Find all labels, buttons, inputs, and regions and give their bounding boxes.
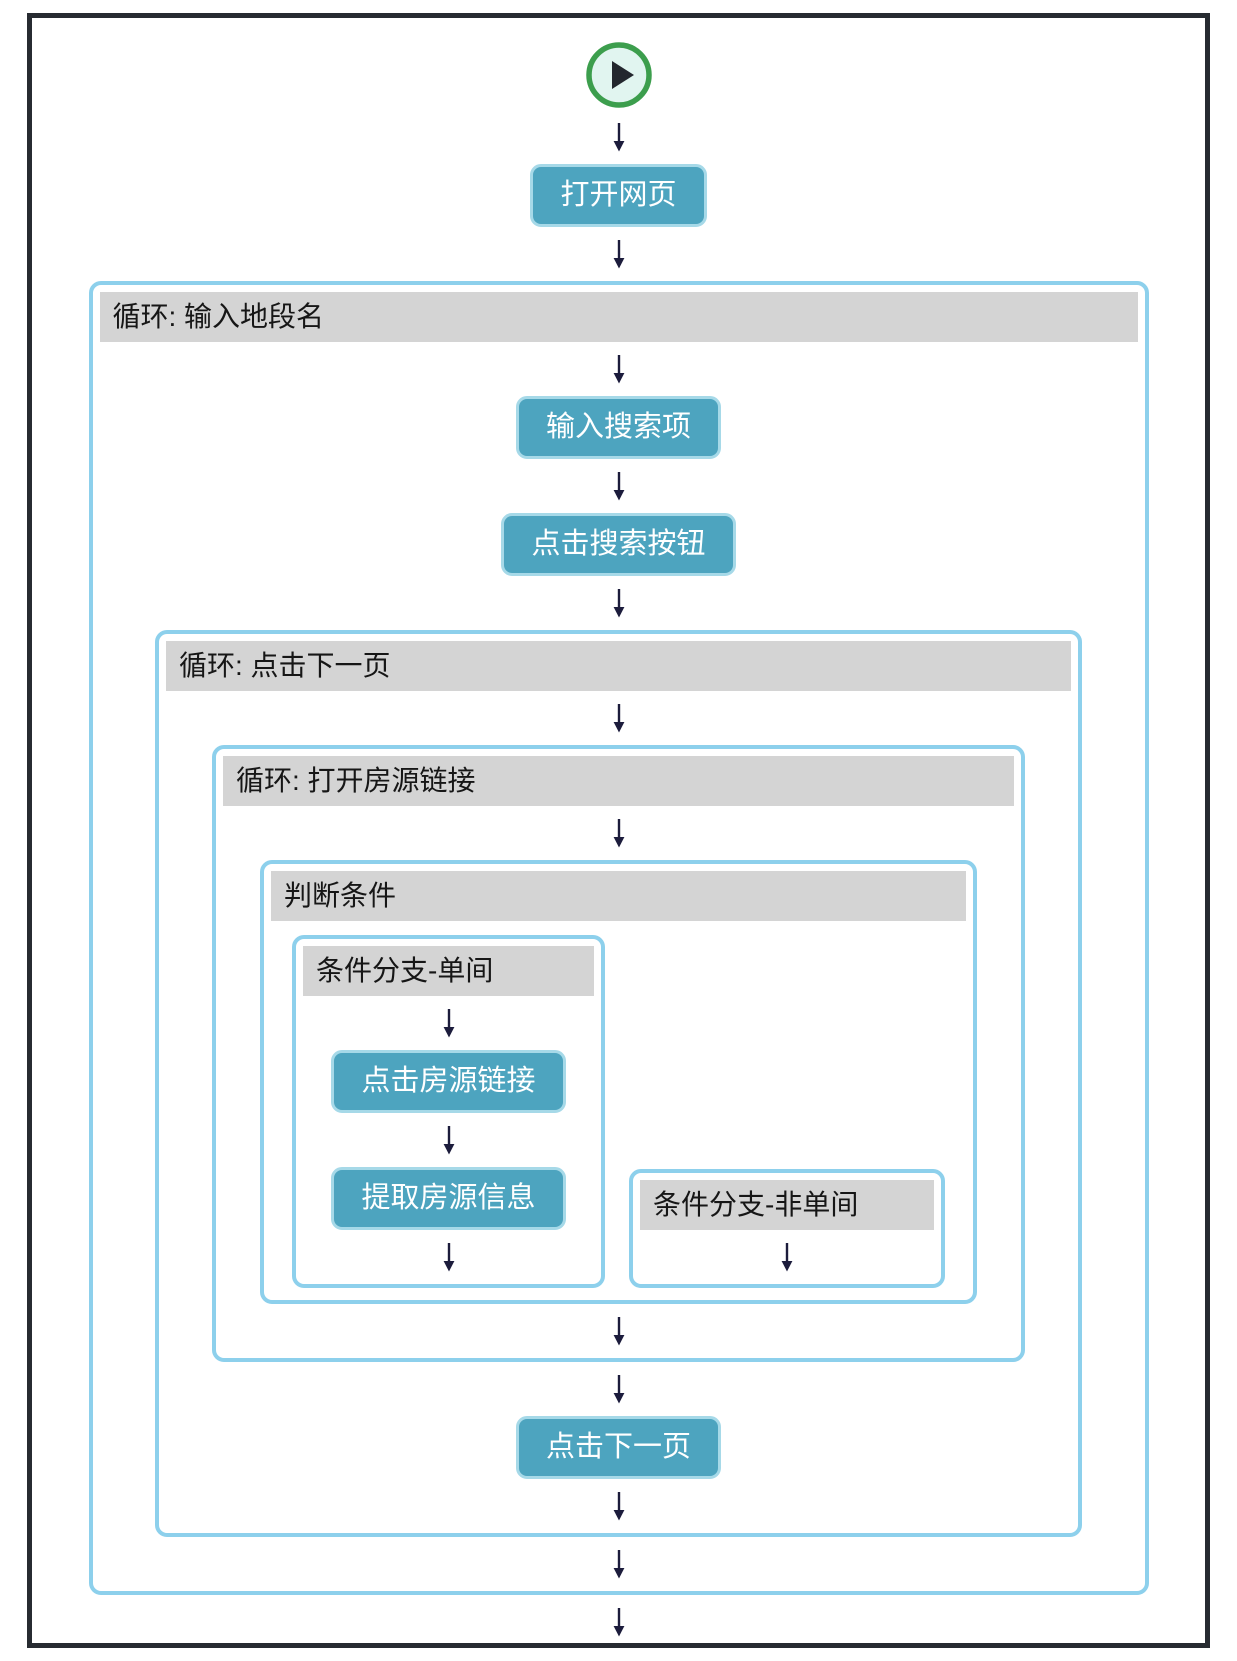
start-button[interactable]: [584, 40, 654, 110]
condition-header[interactable]: 判断条件: [271, 871, 966, 921]
down-arrow-icon: [610, 818, 628, 848]
down-arrow-icon: [610, 1549, 628, 1579]
workflow-diagram: 打开网页 循环: 输入地段名 输入搜索项 点击搜索按钮: [88, 40, 1149, 1643]
down-arrow-icon: [778, 1242, 796, 1272]
down-arrow-icon: [610, 1607, 628, 1637]
down-arrow-icon: [610, 354, 628, 384]
down-arrow-icon: [440, 1008, 458, 1038]
loop-container-click-next-page: 循环: 点击下一页 循环: 打开房源链接 判断条件: [155, 630, 1082, 1537]
branch-container-single-room: 条件分支-单间 点击房源链接 提取房源信息: [292, 935, 605, 1288]
condition-container: 判断条件 条件分支-单间 点击房源链接: [260, 860, 977, 1304]
branch-container-not-single-room: 条件分支-非单间: [629, 1169, 945, 1288]
down-arrow-icon: [440, 1125, 458, 1155]
down-arrow-icon: [440, 1242, 458, 1272]
node-click-next-page[interactable]: 点击下一页: [515, 1416, 721, 1479]
branch-header-not-single-room[interactable]: 条件分支-非单间: [640, 1180, 934, 1230]
down-arrow-icon: [610, 1374, 628, 1404]
node-click-search-button[interactable]: 点击搜索按钮: [501, 513, 736, 576]
condition-branches: 条件分支-单间 点击房源链接 提取房源信息: [292, 935, 945, 1288]
node-open-webpage[interactable]: 打开网页: [530, 164, 707, 227]
node-input-search-term[interactable]: 输入搜索项: [515, 396, 721, 459]
down-arrow-icon: [610, 1491, 628, 1521]
down-arrow-icon: [610, 703, 628, 733]
down-arrow-icon: [610, 588, 628, 618]
play-circle-icon: [584, 42, 654, 114]
down-arrow-icon: [610, 239, 628, 269]
loop-container-open-listing-links: 循环: 打开房源链接 判断条件 条件分支-单间: [212, 745, 1025, 1362]
loop-header-input-district[interactable]: 循环: 输入地段名: [99, 292, 1138, 342]
loop-header-open-listing-links[interactable]: 循环: 打开房源链接: [223, 756, 1014, 806]
node-click-listing-link[interactable]: 点击房源链接: [331, 1050, 566, 1113]
loop-header-click-next-page[interactable]: 循环: 点击下一页: [166, 641, 1071, 691]
down-arrow-icon: [610, 1316, 628, 1346]
branch-header-single-room[interactable]: 条件分支-单间: [303, 946, 594, 996]
down-arrow-icon: [610, 471, 628, 501]
node-extract-listing-info[interactable]: 提取房源信息: [331, 1167, 566, 1230]
flowchart-frame: 打开网页 循环: 输入地段名 输入搜索项 点击搜索按钮: [27, 13, 1210, 1648]
loop-container-input-district: 循环: 输入地段名 输入搜索项 点击搜索按钮 循环: 点击下一页: [88, 281, 1149, 1595]
down-arrow-icon: [610, 122, 628, 152]
